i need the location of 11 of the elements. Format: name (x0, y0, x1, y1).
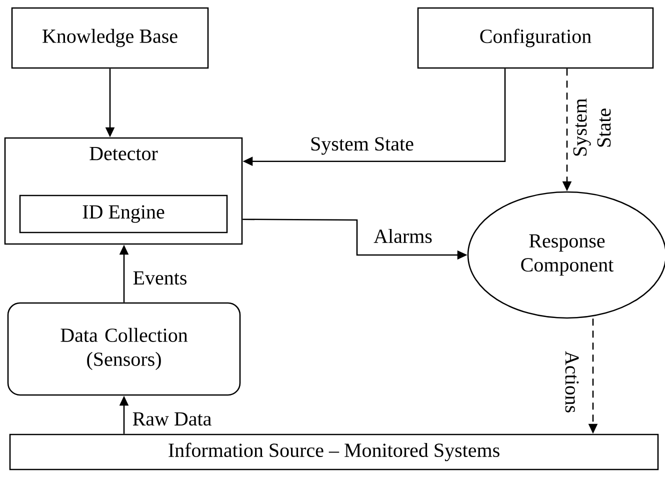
process-box: Configuration (417, 7, 654, 69)
edge-label: Actions (564, 350, 580, 414)
edge-label: System State (309, 136, 415, 156)
process-box: Information Source – Monitored Systems (9, 434, 659, 470)
edge-label: Raw Data (131, 411, 213, 427)
process-box: Knowledge Base (11, 7, 209, 69)
edge-label: System State (572, 98, 612, 158)
process-box: ID Engine (19, 194, 228, 234)
edge-label: Events (132, 270, 188, 286)
rounded-box: Data Collection (Sensors) (7, 302, 241, 396)
edge-label: Alarms (372, 228, 434, 244)
